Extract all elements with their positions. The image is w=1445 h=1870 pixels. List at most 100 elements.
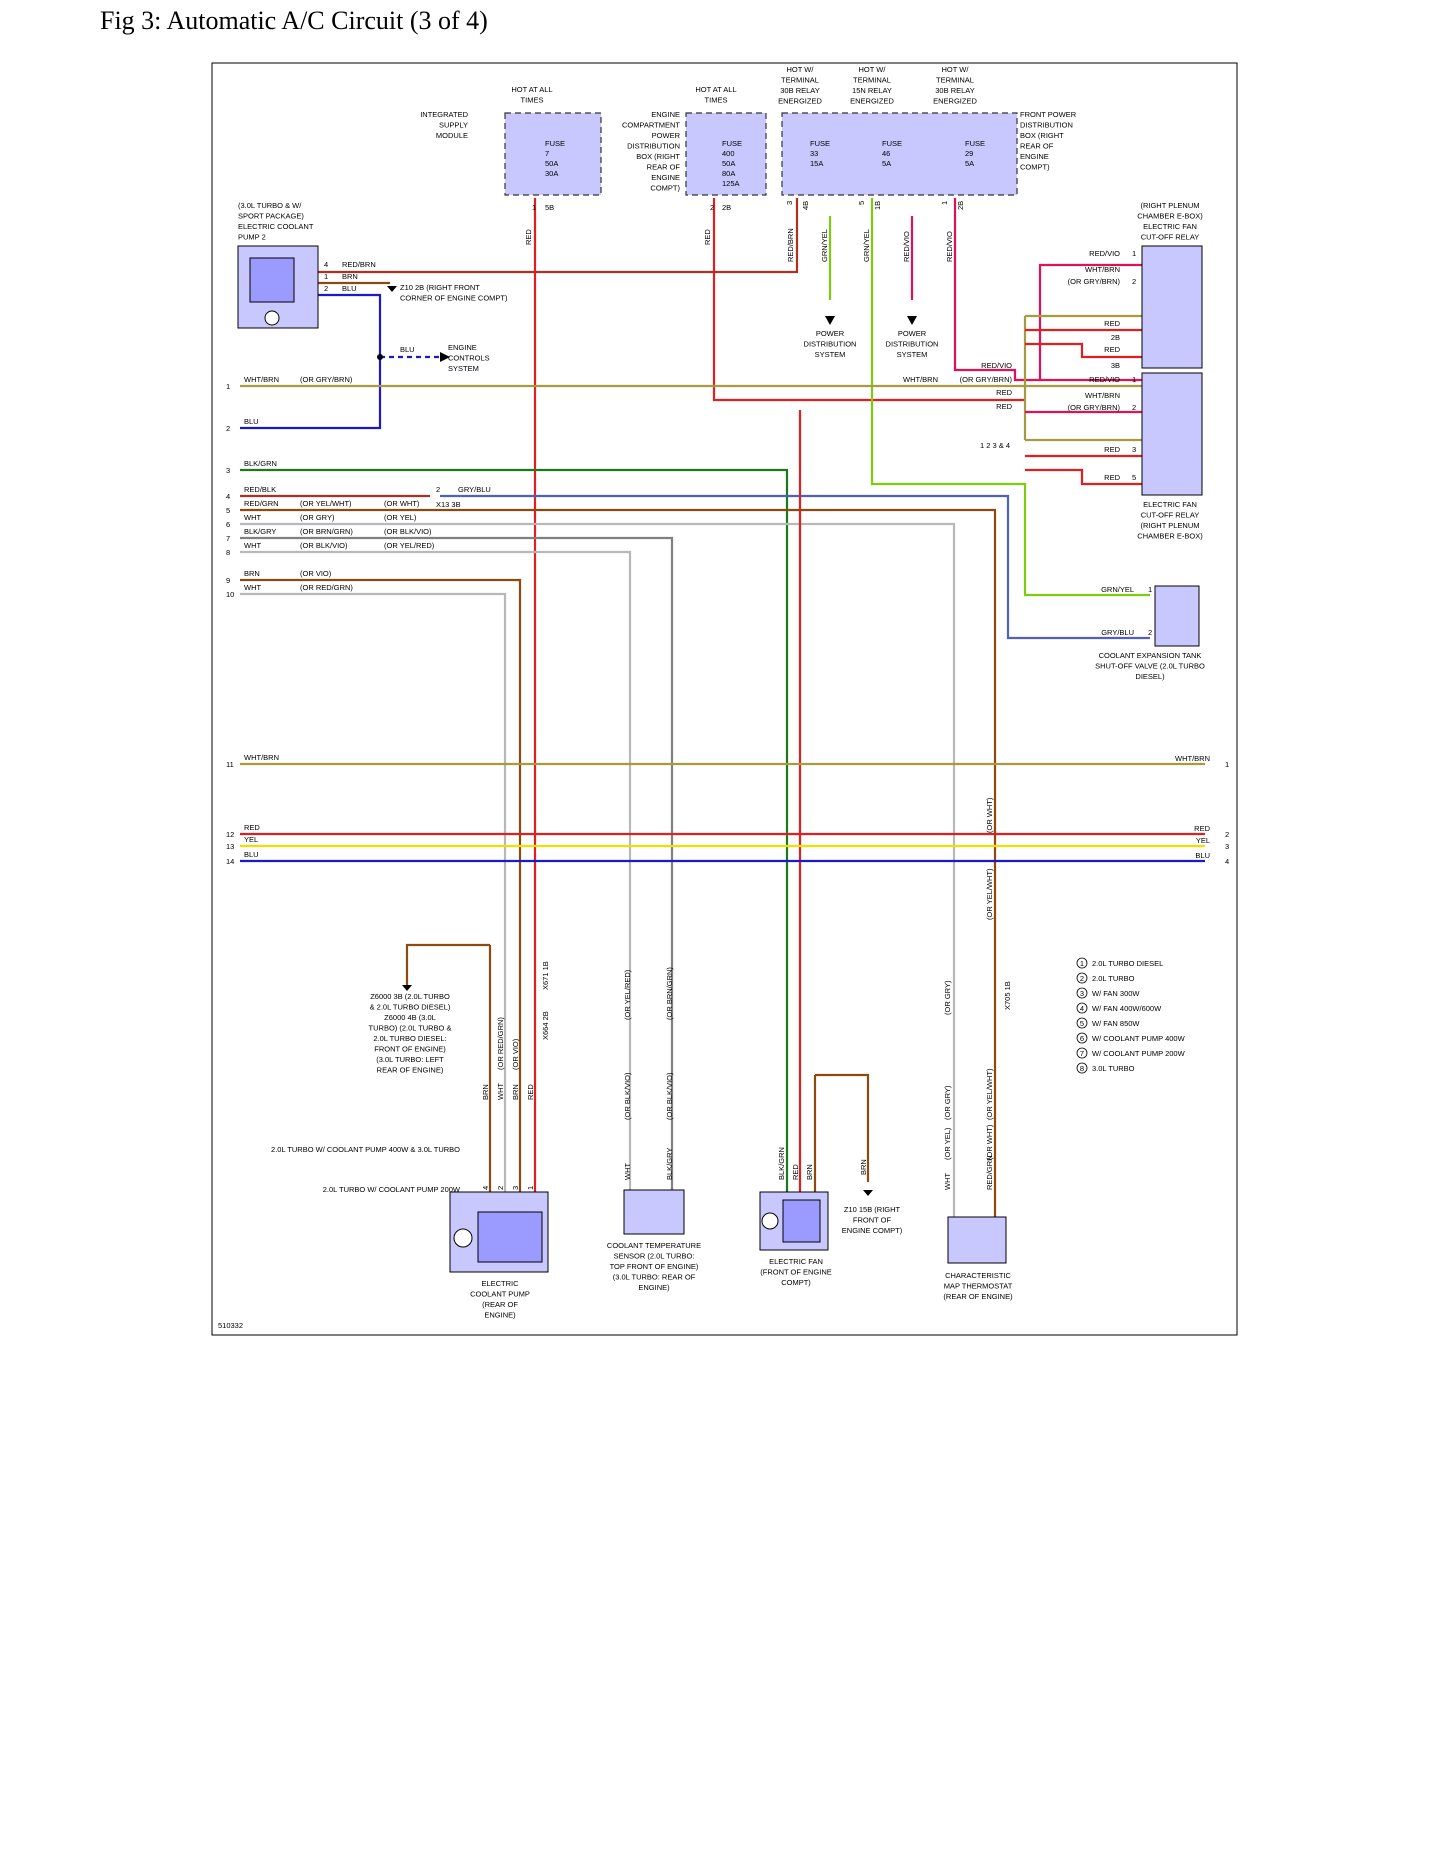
label-line: ENGINE)	[484, 1311, 516, 1320]
wire-label: BLK/GRY	[665, 1148, 674, 1180]
label-line: 30B RELAY	[935, 86, 974, 95]
pump-note: 2.0L TURBO W/ COOLANT PUMP 200W	[323, 1185, 461, 1194]
wire-label: (OR YEL/RED)	[623, 969, 632, 1020]
label-line: (3.0L TURBO & W/	[238, 201, 302, 210]
pin-label: 2	[436, 485, 440, 494]
row-number: 10	[226, 590, 234, 599]
pin-label: 4B	[801, 201, 810, 210]
wire-label: (OR GRY/BRN)	[1068, 403, 1121, 412]
label-line: ENGINE COMPT)	[842, 1226, 903, 1235]
wire-label: (OR GRY)	[300, 513, 335, 522]
wire-label: RED/GRN	[985, 1155, 994, 1190]
pin-label: 2	[710, 203, 714, 212]
legend-marker	[1076, 957, 1088, 969]
row-number: 1	[1225, 760, 1229, 769]
label-line: HOT W/	[787, 65, 815, 74]
wire-label: RED/VIO	[1089, 375, 1120, 384]
label-line: PUMP 2	[238, 233, 266, 242]
label-line: & 2.0L TURBO DIESEL)	[370, 1003, 451, 1012]
wire-label: (OR GRY/BRN)	[1068, 277, 1121, 286]
wire-label: BLU	[342, 284, 357, 293]
connector-label: X664 2B	[541, 1011, 550, 1040]
wire-label: GRN/YEL	[1101, 585, 1134, 594]
fuse-amp: 5A	[882, 159, 891, 168]
label-line: SENSOR (2.0L TURBO:	[614, 1252, 695, 1261]
wire-label: 2B	[1111, 333, 1120, 342]
label-line: DISTRIBUTION	[804, 340, 857, 349]
wire-label: RED	[996, 388, 1012, 397]
pin-label: 2B	[722, 203, 731, 212]
fuse-label: FUSE	[545, 139, 565, 148]
label-line: HOT AT ALL	[511, 85, 552, 94]
legend-marker	[1076, 1062, 1088, 1074]
label-line: HOT W/	[942, 65, 970, 74]
wire-label: (OR BLK/VIO)	[300, 541, 348, 550]
wire-label: RED/VIO	[981, 361, 1012, 370]
wire-label: RED	[703, 229, 712, 245]
wire-label: (OR YEL)	[943, 1127, 952, 1160]
wire-z6000-ground	[405, 943, 490, 985]
label-line: ENGINE	[448, 343, 477, 352]
label-line: TIMES	[521, 96, 544, 105]
legend-marker	[1076, 972, 1088, 984]
condition-number: 1	[1080, 959, 1084, 968]
fuse-amp: 80A	[722, 169, 735, 178]
pump-note: 2.0L TURBO W/ COOLANT PUMP 400W & 3.0L T…	[271, 1145, 460, 1154]
wire-label: (OR YEL/WHT)	[985, 868, 994, 920]
wire-label: (OR RED/GRN)	[300, 583, 353, 592]
wire-label: BRN	[244, 569, 260, 578]
motor-icon	[264, 310, 280, 326]
row-number: 12	[226, 830, 234, 839]
valve-box	[1154, 585, 1200, 647]
wire-label: YEL	[1196, 836, 1210, 845]
fuse-label: FUSE	[882, 139, 902, 148]
pin-label: 3	[1132, 445, 1136, 454]
wire-label: RED	[1104, 345, 1120, 354]
wire-gry-blu-valve	[440, 494, 1150, 640]
wire-label: WHT/BRN	[1085, 265, 1120, 274]
wire-label: RED/BRN	[786, 228, 795, 262]
thermostat-box	[947, 1216, 1007, 1264]
fuse-amp: 5A	[965, 159, 974, 168]
fuse-number: 7	[545, 149, 549, 158]
pin-label: 2	[1132, 403, 1136, 412]
wire-label: WHT	[244, 513, 261, 522]
wire-label: (OR GRY/BRN)	[300, 375, 353, 384]
pin-label: 1B	[873, 201, 882, 210]
pin-label: 2	[496, 1186, 505, 1190]
label-line: BOX (RIGHT	[1020, 131, 1064, 140]
wire-label: WHT	[496, 1083, 505, 1100]
page-title: Fig 3: Automatic A/C Circuit (3 of 4)	[100, 6, 488, 35]
condition-number: 7	[1080, 1049, 1084, 1058]
pin-label: 1	[1148, 585, 1152, 594]
wire-row6-wht	[240, 522, 956, 1218]
row-number: 3	[1225, 842, 1229, 851]
label-line: TERMINAL	[853, 76, 891, 85]
wire-row7-blk-gry	[240, 536, 674, 1195]
label-line: ENGINE	[1020, 152, 1049, 161]
label-line: ENERGIZED	[850, 97, 894, 106]
wire-label: RED	[1104, 445, 1120, 454]
wire-label: RED	[524, 229, 533, 245]
label-line: (3.0L TURBO: REAR OF	[613, 1273, 696, 1282]
wire-red-vio-relay1	[1038, 263, 1150, 380]
wire-label: WHT/BRN	[903, 375, 938, 384]
label-line: Z10 15B (RIGHT	[844, 1205, 901, 1214]
label-line: ELECTRIC FAN	[1143, 500, 1197, 509]
label-line: COMPT)	[650, 184, 680, 193]
row-number: 9	[226, 576, 230, 585]
ism-box	[504, 112, 602, 196]
pin-label: 1	[324, 272, 328, 281]
label-line: HOT AT ALL	[695, 85, 736, 94]
label-line: COOLANT EXPANSION TANK	[1099, 651, 1202, 660]
condition-number: 8	[1080, 1064, 1084, 1073]
wire-label: (OR YEL/RED)	[384, 541, 435, 550]
pin-label: 1	[526, 1186, 535, 1190]
label-line: COOLANT PUMP	[470, 1290, 530, 1299]
legend-marker	[1076, 1047, 1088, 1059]
